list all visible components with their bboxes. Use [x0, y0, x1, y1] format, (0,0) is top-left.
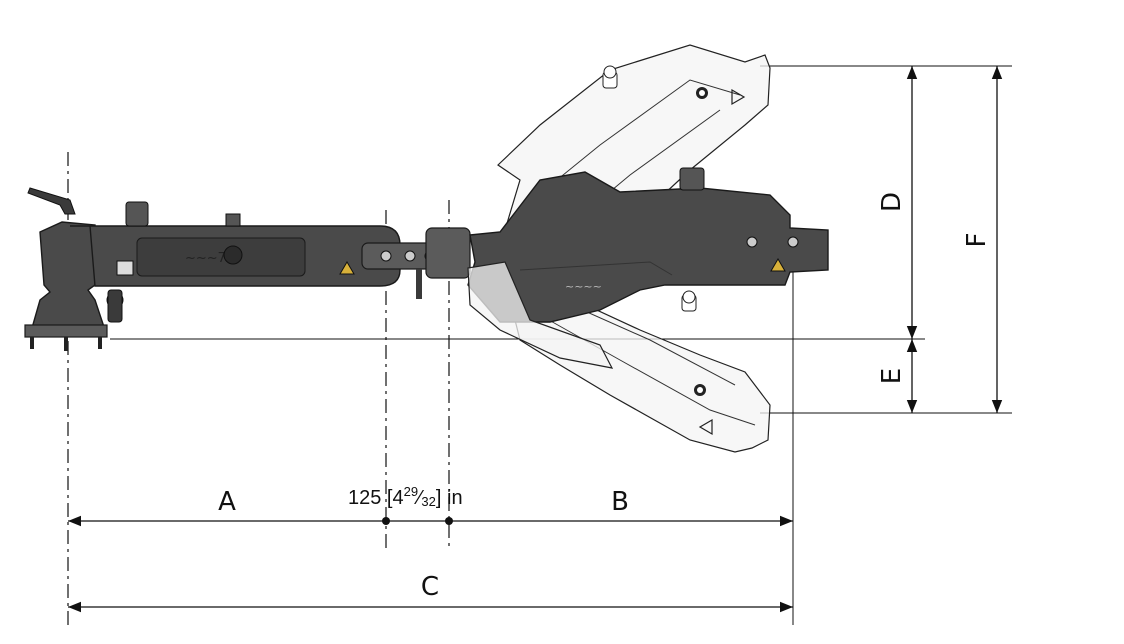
offset-value: 125 [4: [348, 487, 404, 509]
arm-base-mount: [24, 187, 124, 351]
horizontal-dimensions: A B C 125 [429⁄32] in: [68, 484, 793, 613]
center-lines: [67, 65, 1012, 625]
dim-label-f: F: [962, 233, 992, 248]
arm-segment-2: ~~~~: [467, 167, 829, 369]
clamp-lever-icon: [27, 187, 76, 215]
offset-suffix: ] in: [436, 487, 463, 509]
arm-segment-1: ~~~7: [70, 201, 401, 287]
dim-label-a: A: [218, 487, 236, 517]
offset-fraction-numerator: 29: [404, 484, 418, 499]
port-icon: [116, 260, 134, 276]
dim-label-c: C: [421, 572, 439, 602]
offset-fraction-slash: ⁄: [413, 487, 424, 509]
dim-label-e: E: [877, 368, 907, 384]
vertical-dimensions: D E F: [877, 66, 1003, 413]
dim-label-d: D: [877, 192, 907, 212]
offset-dimension-label: 125 [429⁄32] in: [348, 484, 463, 509]
arm-joint: [361, 227, 471, 299]
mount-plate: [24, 324, 108, 338]
dim-dot-2: [445, 517, 453, 525]
offset-fraction-denominator: 32: [421, 494, 435, 509]
warning-icon-1: [339, 261, 355, 275]
svg-text:~~~~: ~~~~: [565, 280, 602, 293]
dim-label-b: B: [611, 487, 629, 517]
upper-ghost-arrow-icon: [731, 88, 746, 106]
top-knob-icon: [125, 201, 149, 227]
panel-logo: ~~~7: [185, 251, 226, 266]
tip-pivot-icon: [787, 236, 799, 248]
dim-dot-1: [382, 517, 390, 525]
segment2-knob-icon: [679, 167, 705, 191]
display-panel: [136, 237, 306, 277]
panel-connector-icon: [223, 245, 243, 265]
lower-ghost-arrow-icon: [698, 418, 713, 436]
warning-icon-2: [770, 258, 786, 272]
